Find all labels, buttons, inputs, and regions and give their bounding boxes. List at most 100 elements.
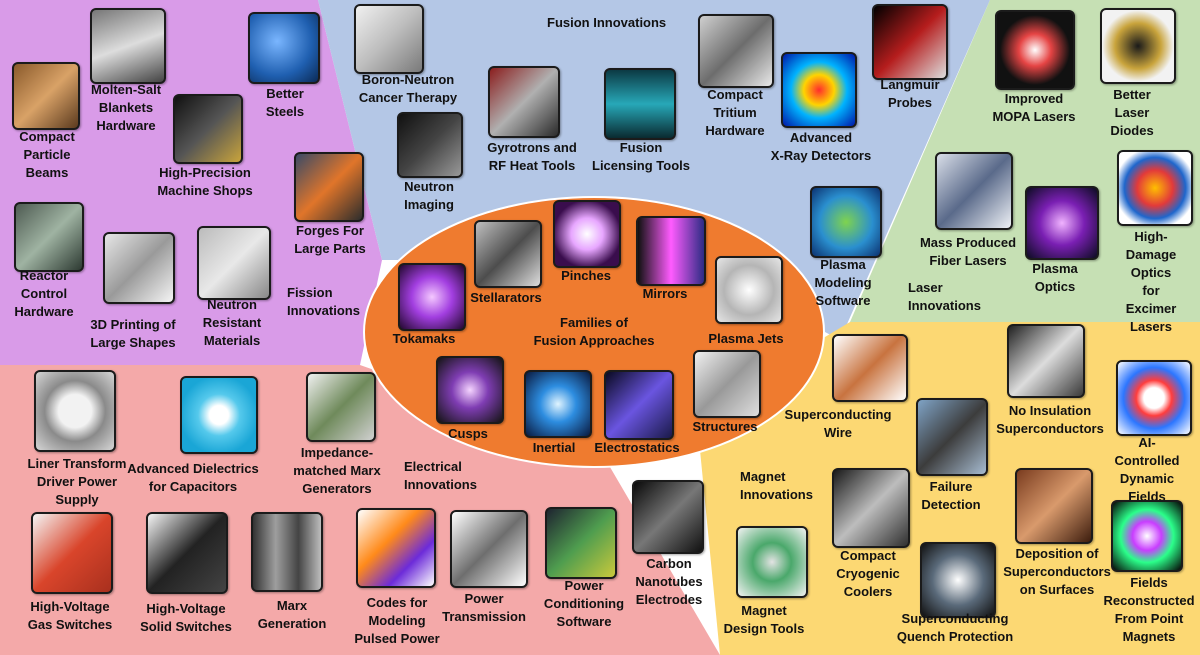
magnet-design-label: Magnet Design Tools [723,603,805,636]
point-magnets-label: Fields Reconstructed From Point Magnets [1103,575,1195,644]
excimer-label: High-Damage Optics for Excimer Lasers [1125,229,1177,334]
cryo-coolers-label: Compact Cryogenic Coolers [836,548,900,599]
coil-icon [1007,324,1085,398]
molten-salt-label: Molten-Salt Blankets Hardware [90,82,162,133]
forge-icon [294,152,364,222]
magnet-design-icon [736,526,808,598]
laser-innovations-label: Laser Innovations [908,280,981,313]
center-title: Families of Fusion Approaches [533,315,655,348]
materials-icon [197,226,271,300]
cooling-tower-icon [604,68,676,140]
forges-label: Forges For Large Parts [294,223,366,256]
fission-innovations-label: Fission Innovations [287,285,360,318]
electrostatics-label: Electrostatics [594,440,680,455]
cusp-icon [436,356,504,424]
tritium-icon [698,14,774,88]
plasma-optics-label: Plasma Optics [1032,261,1078,294]
detector-icon [916,398,988,476]
bar-icon [450,510,528,588]
control-panel-icon [14,202,84,272]
solid-switch-icon [146,512,228,594]
mirrors-label: Mirrors [642,286,688,301]
machine-shop-icon [173,94,243,164]
gyrotrons-label: Gyrotrons and RF Heat Tools [487,140,577,173]
therapy-icon [354,4,424,74]
power-software-label: Power Conditioning Software [543,578,625,629]
no-insulation-label: No Insulation Superconductors [996,403,1104,436]
impedance-marx-label: Impedance- matched Marx Generators [293,445,381,496]
gyrotron-icon [488,66,560,138]
liner-transform-label: Liner Transform Driver Power Supply [27,456,127,507]
structure-icon [693,350,761,418]
neutron-imaging-label: Neutron Imaging [404,179,454,212]
stellarator-icon [474,220,542,288]
ring-icon [34,370,116,452]
excimer-icon [1117,150,1193,226]
optics-icon [1025,186,1099,260]
failure-detection-label: Failure Detection [921,479,981,512]
deposition-label: Deposition of Superconductors on Surface… [1003,546,1111,597]
langmuir-label: Langmuir Probes [880,77,940,110]
inertial-label: Inertial [532,440,576,455]
molten-salt-icon [90,8,166,84]
plasma-jet-icon [715,256,783,324]
fiber-rack-icon [935,152,1013,230]
boron-neutron-label: Boron-Neutron Cancer Therapy [358,72,458,105]
neutron-resistant-label: Neutron Resistant Materials [202,297,262,348]
plasma-modeling-label: Plasma Modeling Software [814,257,872,308]
marx-icon [306,372,376,442]
power-transmission-label: Power Transmission [442,591,526,624]
pulsed-codes-label: Codes for Modeling Pulsed Power [354,595,440,646]
better-steels-label: Better Steels [265,86,305,119]
dielectrics-label: Advanced Dielectrics for Capacitors [127,461,259,494]
fusion-licensing-label: Fusion Licensing Tools [592,140,690,173]
marx-generation-label: Marx Generation [257,598,327,631]
plasma-jets-label: Plasma Jets [708,331,784,346]
compact-particle-beams-label: Compact Particle Beams [19,129,75,180]
probe-icon [872,4,948,80]
compact-tritium-label: Compact Tritium Hardware [705,87,765,138]
gas-switch-icon [31,512,113,594]
fission-sector [0,0,382,365]
pinches-label: Pinches [561,268,611,283]
structures-label: Structures [692,419,758,434]
magnet-sector [700,322,1200,655]
sc-wire-label: Superconducting Wire [784,407,892,440]
electrical-innovations-label: Electrical Innovations [404,459,477,492]
cusps-label: Cusps [448,426,488,441]
mirror-icon [636,216,706,286]
fiber-laser-icon [995,10,1075,90]
xray-detectors-label: Advanced X-Ray Detectors [770,130,872,163]
generator-icon [251,512,323,592]
electrostatic-icon [604,370,674,440]
inertial-icon [524,370,592,438]
magnet-innovations-label: Magnet Innovations [740,469,813,502]
cooler-icon [832,468,910,548]
quench-icon [920,542,996,618]
stellarators-label: Stellarators [470,290,542,305]
nanotube-icon [632,480,704,554]
fiber-lasers-label: Mass Produced Fiber Lasers [919,235,1017,268]
gas-switches-label: High-Voltage Gas Switches [27,599,113,632]
tokamaks-label: Tokamaks [392,331,456,346]
quench-label: Superconducting Quench Protection [896,611,1014,644]
fusion-innovations-label: Fusion Innovations [547,15,667,30]
3d-print-icon [103,232,175,304]
dashboard-icon [545,507,617,579]
mopa-lasers-label: Improved MOPA Lasers [992,91,1076,124]
field-icon [1116,360,1192,436]
imaging-icon [397,112,463,178]
laser-diodes-label: Better Laser Diodes [1110,87,1154,138]
simulation-icon [810,186,882,258]
xray-icon [781,52,857,128]
reactor-control-label: Reactor Control Hardware [14,268,74,319]
laser-diode-icon [1100,8,1176,84]
particle-beam-icon [12,62,80,130]
precision-machine-label: High-Precision Machine Shops [157,165,253,198]
ai-fields-label: AI-Controlled Dynamic Fields [1114,435,1180,504]
printing-3d-label: 3D Printing of Large Shapes [90,317,176,350]
solid-switches-label: High-Voltage Solid Switches [140,601,232,634]
steel-icon [248,12,320,84]
wire-icon [832,334,908,402]
point-field-icon [1111,500,1183,572]
